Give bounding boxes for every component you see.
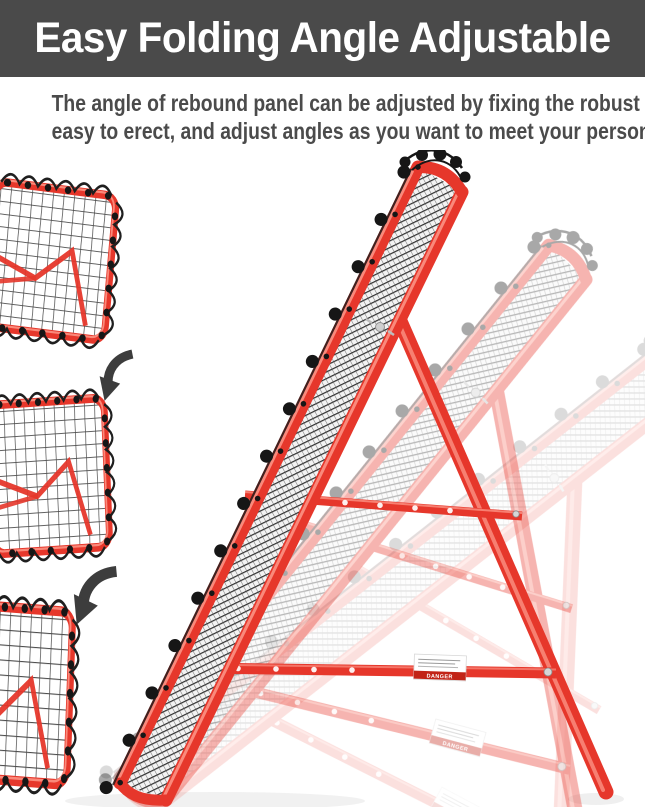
rebounder-angle-step-2-image: [0, 388, 117, 563]
product-illustration: DANGER: [0, 150, 645, 807]
title-banner: Easy Folding Angle Adjustable: [0, 0, 645, 77]
rebounder-angle-step-1-image: [0, 172, 125, 351]
tagline-line-1: The angle of rebound panel can be adjust…: [51, 90, 645, 116]
fold-arrow-icon: [71, 567, 117, 628]
rebounder-angle-step-3-image: [0, 592, 80, 796]
fold-arrow-icon: [100, 354, 133, 401]
tagline: The angle of rebound panel can be adjust…: [0, 77, 645, 150]
tagline-line-2: easy to erect, and adjust angles as you …: [51, 118, 645, 144]
ground-shadow: [65, 792, 365, 807]
banner-title: Easy Folding Angle Adjustable: [34, 14, 611, 62]
